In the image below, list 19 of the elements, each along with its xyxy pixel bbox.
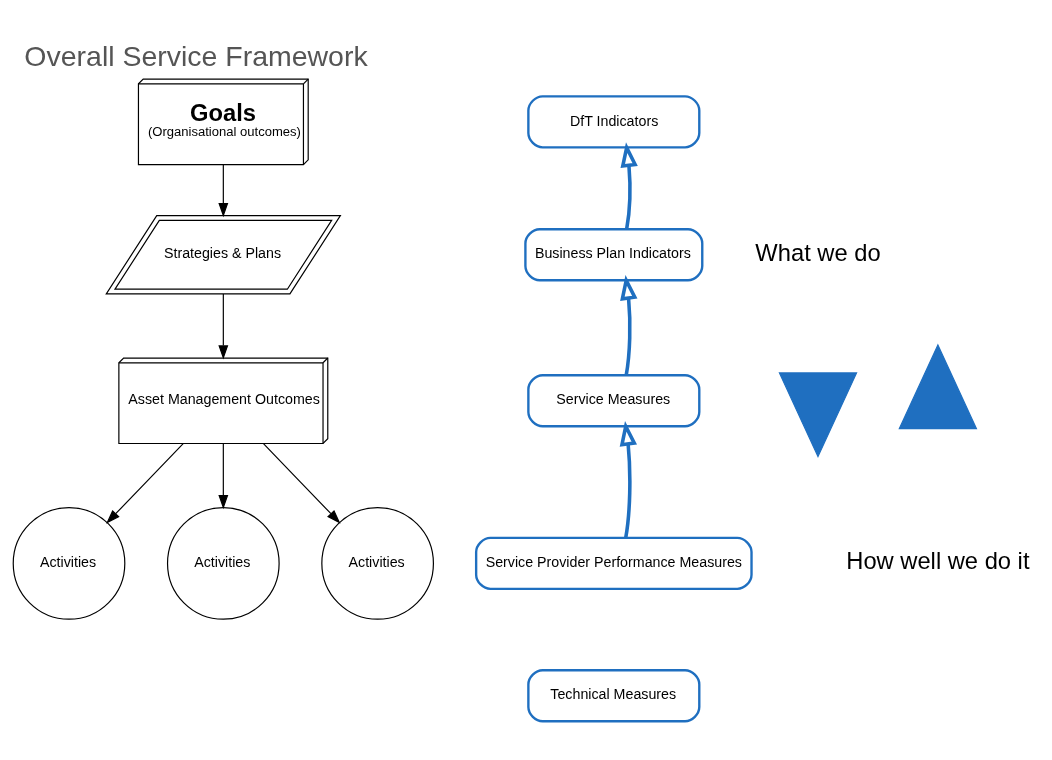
arrow [620,275,638,376]
node-box: DfT Indicators [527,95,701,149]
node-arrow [778,372,858,458]
arrow [262,443,341,524]
arrow [218,164,229,218]
arrow [619,420,637,538]
node-box: Business Plan Indicators [524,228,704,282]
arrow [620,142,638,230]
node-box: Service Provider Performance Measures [474,536,753,591]
arrow [218,443,229,510]
arrow [106,443,184,524]
diagram-title: Overall Service Framework [24,40,368,73]
label: How well we do it [846,548,1030,575]
node-arrow [898,343,978,430]
node-box: Technical Measures [527,669,701,723]
node-circle: Activities [166,507,280,620]
arrow [218,293,229,360]
node-box: Service Measures [527,374,701,428]
label: What we do [755,239,881,266]
